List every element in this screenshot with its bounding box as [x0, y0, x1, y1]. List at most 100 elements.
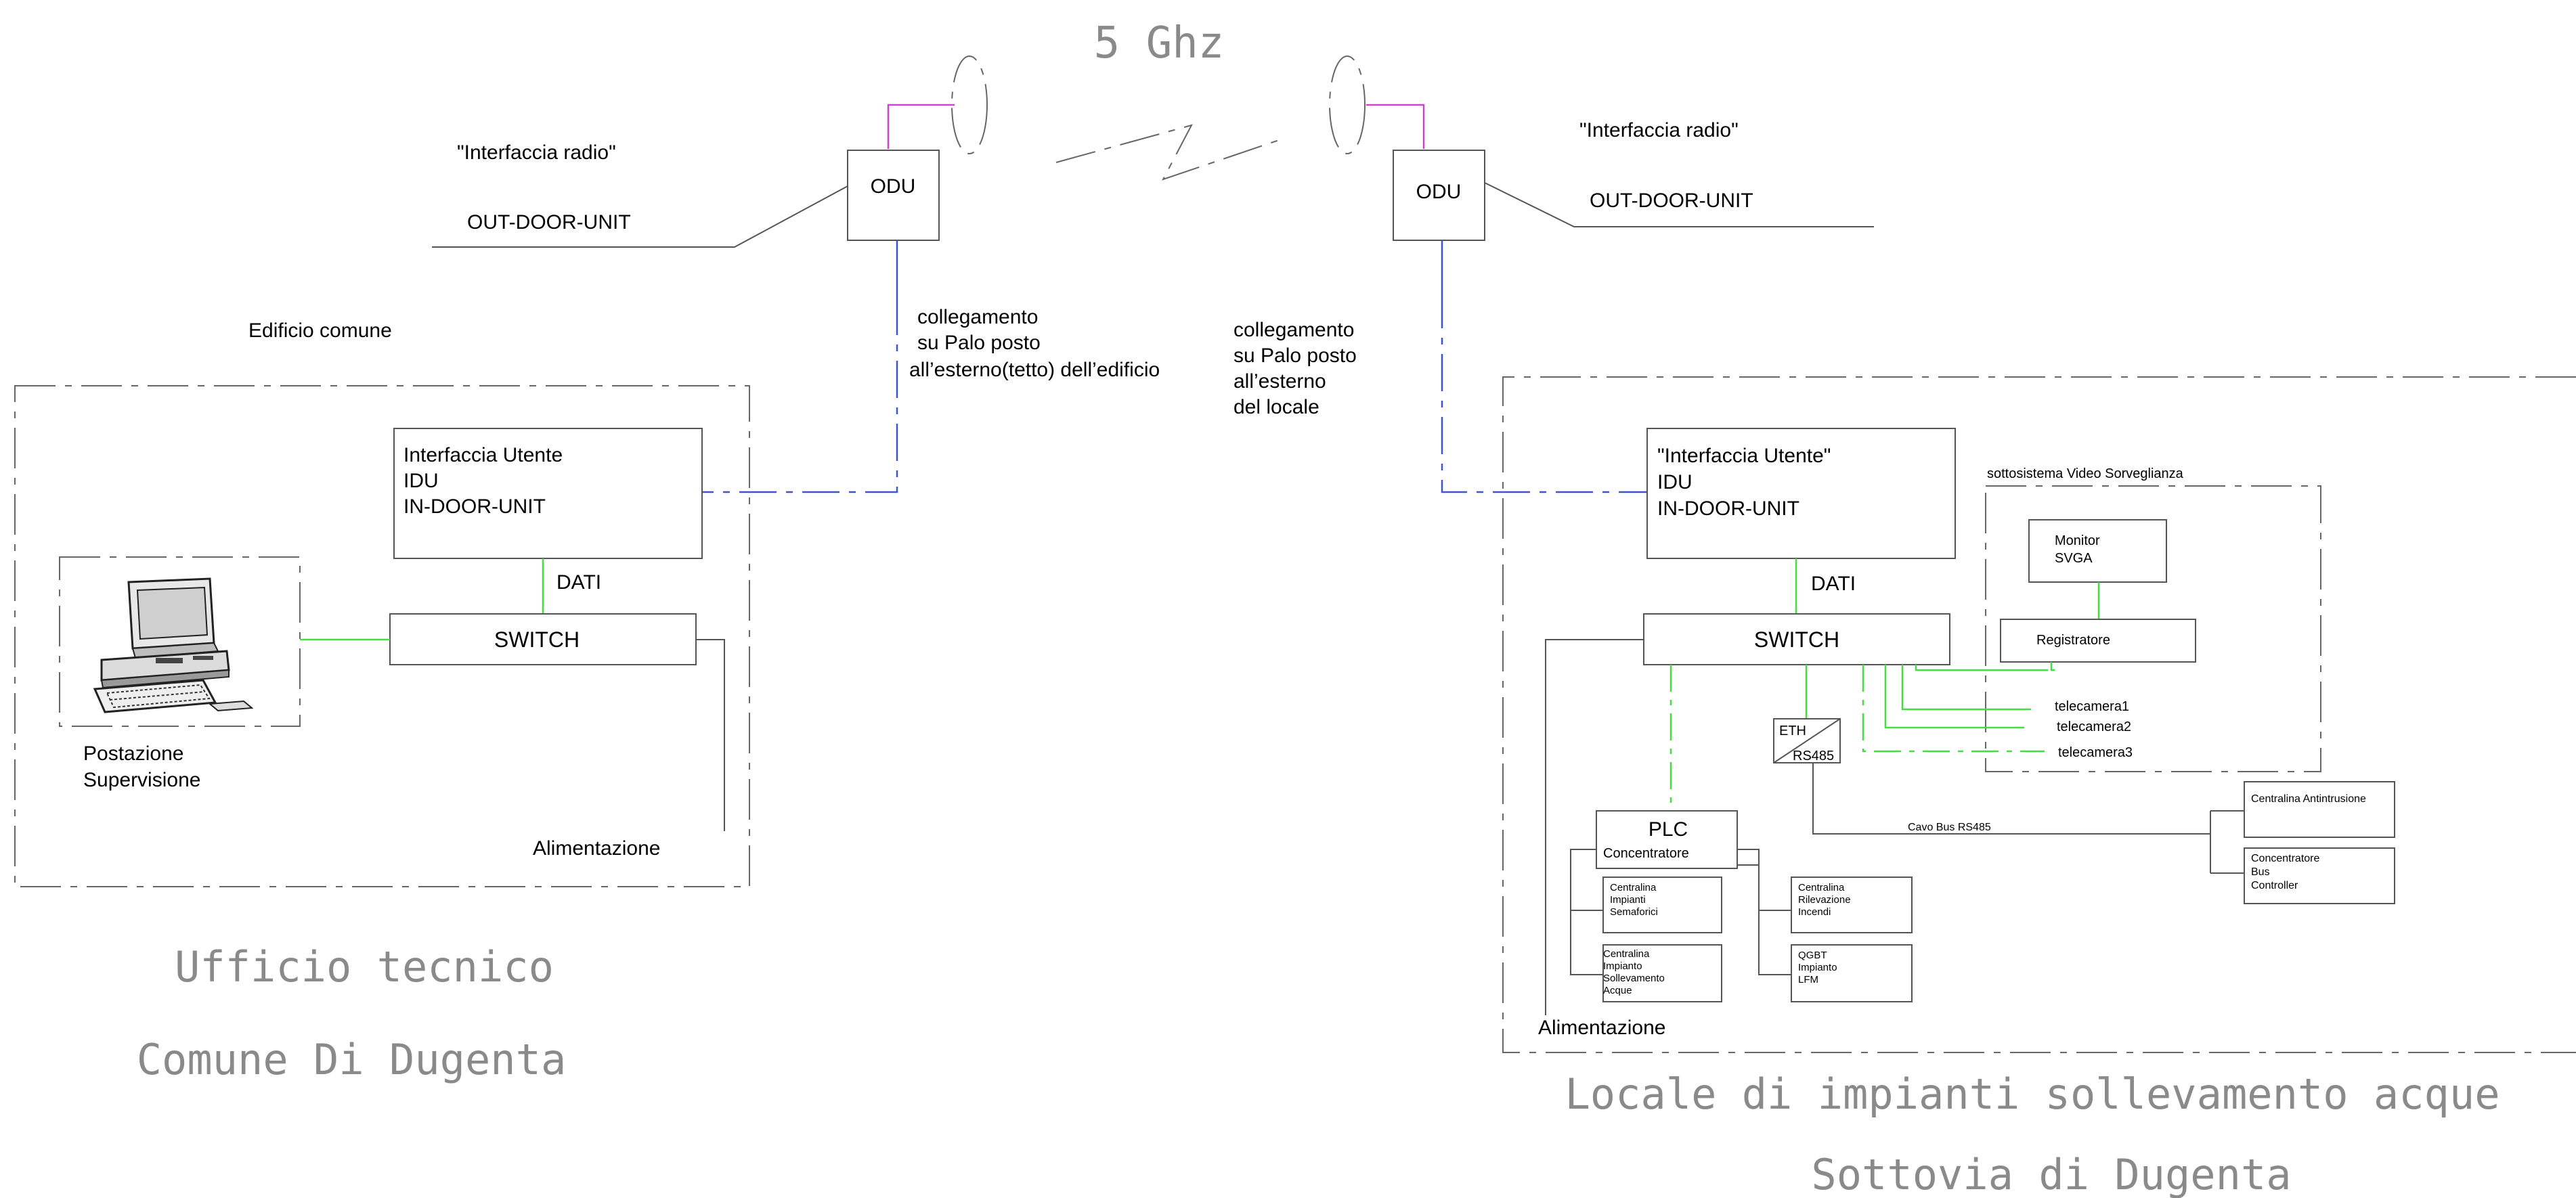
rs485-bus-cable: [1812, 763, 2210, 835]
camera1-label: telecamera1: [2055, 699, 2129, 714]
monitor-line1: Monitor: [2055, 533, 2100, 548]
left-connection-line1: collegamento: [917, 306, 1038, 328]
right-power-line: [1545, 639, 1644, 1015]
recorder-label: Registratore: [2036, 633, 2110, 648]
right-connection-line2: su Palo posto: [1234, 345, 1357, 367]
workstation-enclosure: [59, 556, 301, 727]
workstation-line2: Supervisione: [83, 769, 200, 791]
lifting-line3: Sollevamento: [1603, 973, 1665, 984]
right-power-label: Alimentazione: [1538, 1017, 1665, 1039]
left-power-line: [696, 639, 725, 831]
right-idu-line3: IN-DOOR-UNIT: [1657, 497, 1799, 520]
right-odu-label: ODU: [1416, 181, 1462, 203]
bus-branch: [2210, 810, 2244, 874]
traffic-line1: Centralina: [1610, 882, 1657, 893]
left-dati-label: DATI: [556, 571, 601, 594]
fire-box: [1791, 877, 1913, 933]
right-idu-box: [1646, 428, 1956, 559]
qgbt-box: [1791, 944, 1913, 1002]
left-idu-line1: Interfaccia Utente: [403, 444, 563, 466]
left-title-line2: Comune Di Dugenta: [137, 1035, 567, 1084]
plc-label: PLC: [1649, 818, 1688, 841]
intrusion-label: Centralina Antintrusione: [2251, 793, 2366, 805]
rs485-label: RS485: [1793, 749, 1834, 763]
left-connection-line3: all’esterno(tetto) dell’edificio: [909, 359, 1160, 381]
monitor-line2: SVGA: [2055, 551, 2093, 566]
plc-left-branch: [1570, 849, 1603, 975]
right-connection-line3: all’esterno: [1234, 370, 1326, 393]
right-site-enclosure: [1502, 376, 2576, 1053]
left-title-line1: Ufficio tecnico: [175, 942, 554, 992]
lifting-box: [1602, 944, 1722, 1002]
left-idu-line2: IDU: [403, 470, 439, 492]
right-connection-line1: collegamento: [1234, 319, 1354, 341]
frequency-label: 5 Ghz: [1094, 18, 1225, 68]
camera2-link: [1884, 665, 2024, 729]
left-site-enclosure: [14, 385, 750, 887]
left-switch-box: [389, 613, 697, 665]
recorder-box: [2000, 619, 2196, 663]
video-subsystem-title: sottosistema Video Sorveglianza: [1987, 466, 2184, 481]
intrusion-box: [2244, 781, 2395, 838]
plc-box: [1596, 810, 1738, 869]
fire-line3: Incendi: [1798, 906, 1831, 918]
right-title-line1: Locale di impianti sollevamento acque: [1565, 1069, 2499, 1119]
qgbt-line1: QGBT: [1798, 950, 1827, 961]
left-connection-line2: su Palo posto: [917, 332, 1041, 354]
traffic-lights-box: [1602, 877, 1722, 933]
right-odu-leader: [1484, 182, 1874, 227]
qgbt-line2: Impianto: [1798, 962, 1837, 973]
converter-diagonal: [1773, 718, 1841, 763]
video-subsystem-enclosure: [1985, 485, 2321, 772]
eth-label: ETH: [1779, 724, 1806, 738]
left-radio-interface-label: "Interfaccia radio": [457, 141, 616, 164]
right-odu-box: [1393, 150, 1485, 241]
right-odu-idu-link: [1441, 291, 1649, 493]
right-antenna-icon: [1329, 56, 1425, 154]
bus-controller-line1: Concentratore: [2251, 853, 2319, 864]
bus-controller-box: [2244, 847, 2395, 904]
monitor-box: [2028, 519, 2167, 583]
left-odu-leader: [432, 185, 848, 248]
concentrator-label: Concentratore: [1603, 846, 1689, 861]
computer-icon: [93, 577, 254, 713]
left-idu-line3: IN-DOOR-UNIT: [403, 495, 546, 518]
right-idu-line1: "Interfaccia Utente": [1657, 445, 1831, 467]
left-outdoor-unit-label: OUT-DOOR-UNIT: [467, 211, 631, 234]
workstation-line1: Postazione: [83, 742, 183, 765]
camera3-link: [1862, 665, 2045, 753]
left-odu-box: [847, 150, 940, 241]
plc-right-branch: [1737, 849, 1791, 975]
left-odu-idu-link: [694, 298, 898, 493]
camera2-label: telecamera2: [2057, 719, 2131, 734]
left-building-label: Edificio comune: [248, 319, 392, 342]
right-connection-line4: del locale: [1234, 396, 1319, 418]
right-dati-label: DATI: [1811, 573, 1856, 595]
bus-cable-label: Cavo Bus RS485: [1908, 822, 1991, 833]
fire-line2: Rilevazione: [1798, 894, 1851, 906]
lifting-line1: Centralina: [1603, 948, 1650, 960]
left-odu-label: ODU: [871, 175, 916, 198]
left-power-label: Alimentazione: [533, 837, 660, 860]
right-switch-label: SWITCH: [1754, 627, 1839, 652]
left-antenna-icon: [887, 56, 988, 154]
camera3-label: telecamera3: [2058, 745, 2133, 760]
traffic-line2: Impianti: [1610, 894, 1646, 906]
traffic-line3: Semaforici: [1610, 906, 1658, 918]
fire-line1: Centralina: [1798, 882, 1845, 893]
left-switch-label: SWITCH: [494, 627, 580, 652]
qgbt-line3: LFM: [1798, 974, 1818, 985]
right-idu-line2: IDU: [1657, 471, 1693, 493]
bus-controller-line3: Controller: [2251, 880, 2298, 891]
wireless-link-zigzag: [1055, 124, 1284, 181]
left-idu-box: [393, 428, 703, 559]
right-switch-box: [1643, 613, 1950, 665]
right-outdoor-unit-label: OUT-DOOR-UNIT: [1590, 190, 1753, 212]
lifting-line2: Impianto: [1603, 960, 1642, 972]
switch-recorder-link: [1915, 662, 2055, 671]
bus-controller-line2: Bus: [2251, 866, 2270, 878]
right-radio-interface-label: "Interfaccia radio": [1579, 119, 1739, 141]
right-title-line2: Sottovia di Dugenta: [1811, 1150, 2291, 1198]
camera1-link: [1901, 665, 2031, 711]
